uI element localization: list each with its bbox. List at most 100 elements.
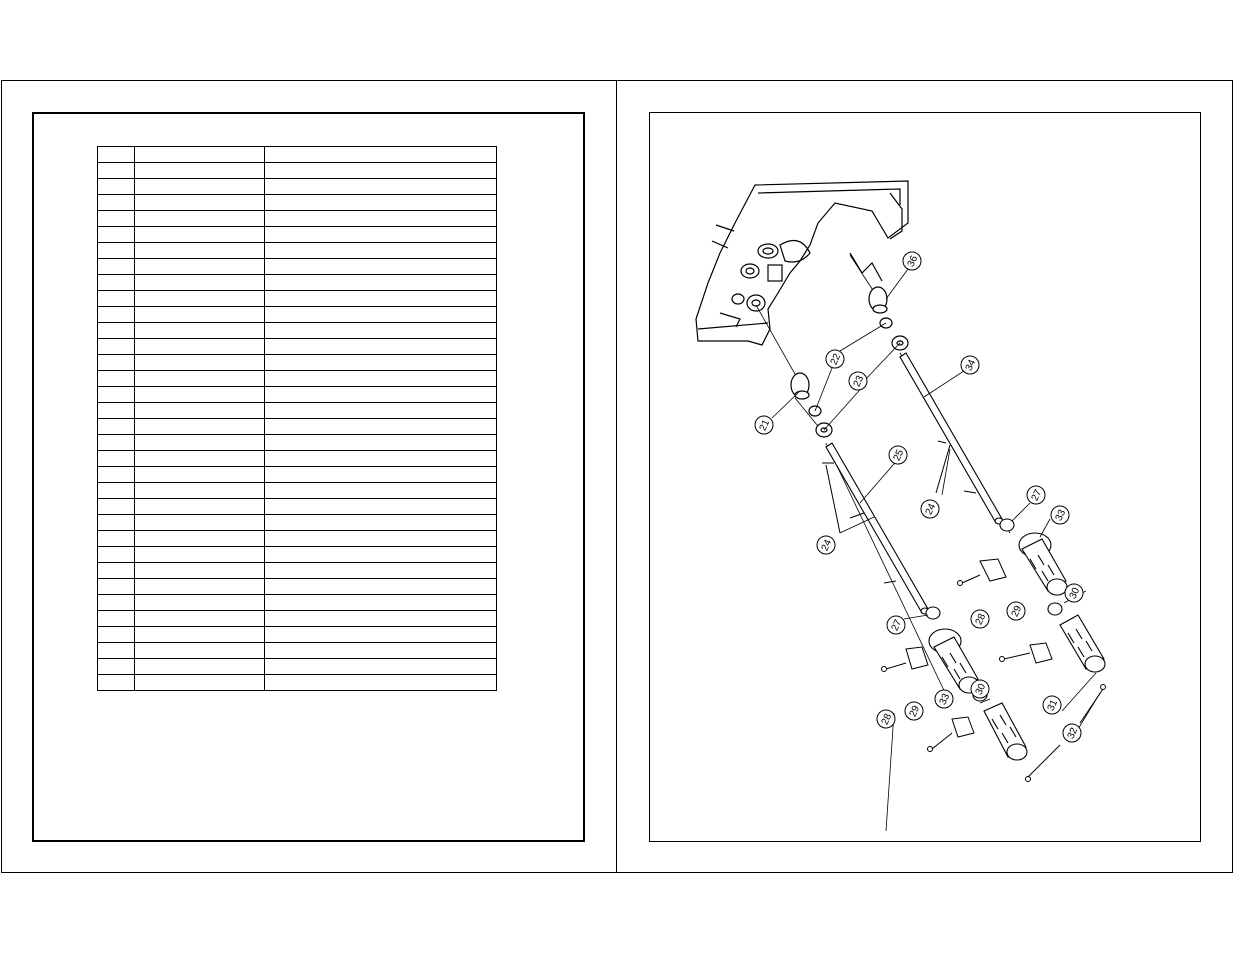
table-cell: [264, 674, 497, 691]
table-cell: [97, 306, 135, 323]
table-cell: [97, 354, 135, 371]
table-cell: [264, 418, 497, 435]
table-cell: [134, 226, 265, 243]
table-row: [97, 274, 497, 291]
table-cell: [97, 514, 135, 531]
table-cell: [134, 418, 265, 435]
callout-29: 29: [904, 701, 924, 721]
callout-label: 30: [974, 682, 989, 697]
callout-33: 33: [934, 689, 954, 709]
table-cell: [97, 674, 135, 691]
table-cell: [97, 322, 135, 339]
table-cell: [264, 146, 497, 163]
table-cell: [264, 642, 497, 659]
table-row: [97, 450, 497, 467]
table-cell: [264, 626, 497, 643]
table-cell: [134, 146, 265, 163]
table-row: [97, 338, 497, 355]
table-cell: [134, 402, 265, 419]
callout-label: 27: [1030, 488, 1045, 503]
table-cell: [134, 258, 265, 275]
callout-33: 33: [1050, 505, 1070, 525]
table-row: [97, 514, 497, 531]
table-cell: [134, 674, 265, 691]
table-cell: [264, 354, 497, 371]
callout-21: 21: [754, 415, 774, 435]
table-row: [97, 386, 497, 403]
table-cell: [264, 162, 497, 179]
callout-label: 32: [1066, 726, 1081, 741]
table-row: [97, 242, 497, 259]
callout-label: 31: [1046, 698, 1061, 713]
table-cell: [134, 626, 265, 643]
table-cell: [264, 274, 497, 291]
table-cell: [97, 482, 135, 499]
table-cell: [97, 610, 135, 627]
table-cell: [264, 530, 497, 547]
table-cell: [264, 338, 497, 355]
table-cell: [264, 450, 497, 467]
table-row: [97, 290, 497, 307]
table-row: [97, 562, 497, 579]
parts-table: [97, 146, 497, 691]
table-cell: [134, 482, 265, 499]
table-cell: [97, 434, 135, 451]
callout-22: 22: [825, 349, 845, 369]
table-row: [97, 322, 497, 339]
table-row: [97, 610, 497, 627]
frame-plate: [695, 180, 909, 346]
table-cell: [264, 194, 497, 211]
table-cell: [134, 290, 265, 307]
callout-24: 24: [920, 499, 940, 519]
callout-32: 32: [1062, 723, 1082, 743]
table-row: [97, 210, 497, 227]
callout-30: 30: [970, 679, 990, 699]
table-row: [97, 594, 497, 611]
callout-label: 33: [1054, 508, 1069, 523]
table-cell: [134, 578, 265, 595]
table-cell: [97, 450, 135, 467]
table-cell: [264, 434, 497, 451]
gear-roller-33-lower: [925, 606, 980, 694]
table-cell: [134, 194, 265, 211]
table-cell: [264, 402, 497, 419]
table-row: [97, 434, 497, 451]
table-cell: [134, 306, 265, 323]
pins-24: [822, 440, 977, 584]
table-row: [97, 194, 497, 211]
table-row: [97, 482, 497, 499]
table-cell: [134, 562, 265, 579]
table-cell: [264, 322, 497, 339]
table-cell: [264, 578, 497, 595]
table-cell: [264, 658, 497, 675]
table-cell: [264, 562, 497, 579]
callout-label: 27: [890, 618, 905, 633]
callout-label: 23: [852, 374, 867, 389]
callout-34: 34: [960, 355, 980, 375]
table-cell: [97, 466, 135, 483]
page-divider: [616, 80, 617, 873]
table-cell: [97, 626, 135, 643]
table-cell: [264, 226, 497, 243]
table-cell: [134, 274, 265, 291]
table-row: [97, 418, 497, 435]
table-cell: [97, 642, 135, 659]
callout-label: 21: [758, 418, 773, 433]
callout-label: 29: [1010, 604, 1025, 619]
table-row: [97, 658, 497, 675]
table-cell: [97, 274, 135, 291]
table-cell: [134, 466, 265, 483]
callout-label: 24: [820, 538, 835, 553]
table-cell: [97, 402, 135, 419]
callout-27: 27: [886, 615, 906, 635]
table-cell: [97, 178, 135, 195]
shaft-25: [825, 442, 930, 615]
screws-28-32: [881, 574, 1106, 782]
table-cell: [97, 146, 135, 163]
document-spread: [1, 80, 1233, 873]
table-cell: [97, 562, 135, 579]
callout-label: 25: [892, 448, 907, 463]
table-cell: [134, 322, 265, 339]
table-cell: [97, 418, 135, 435]
